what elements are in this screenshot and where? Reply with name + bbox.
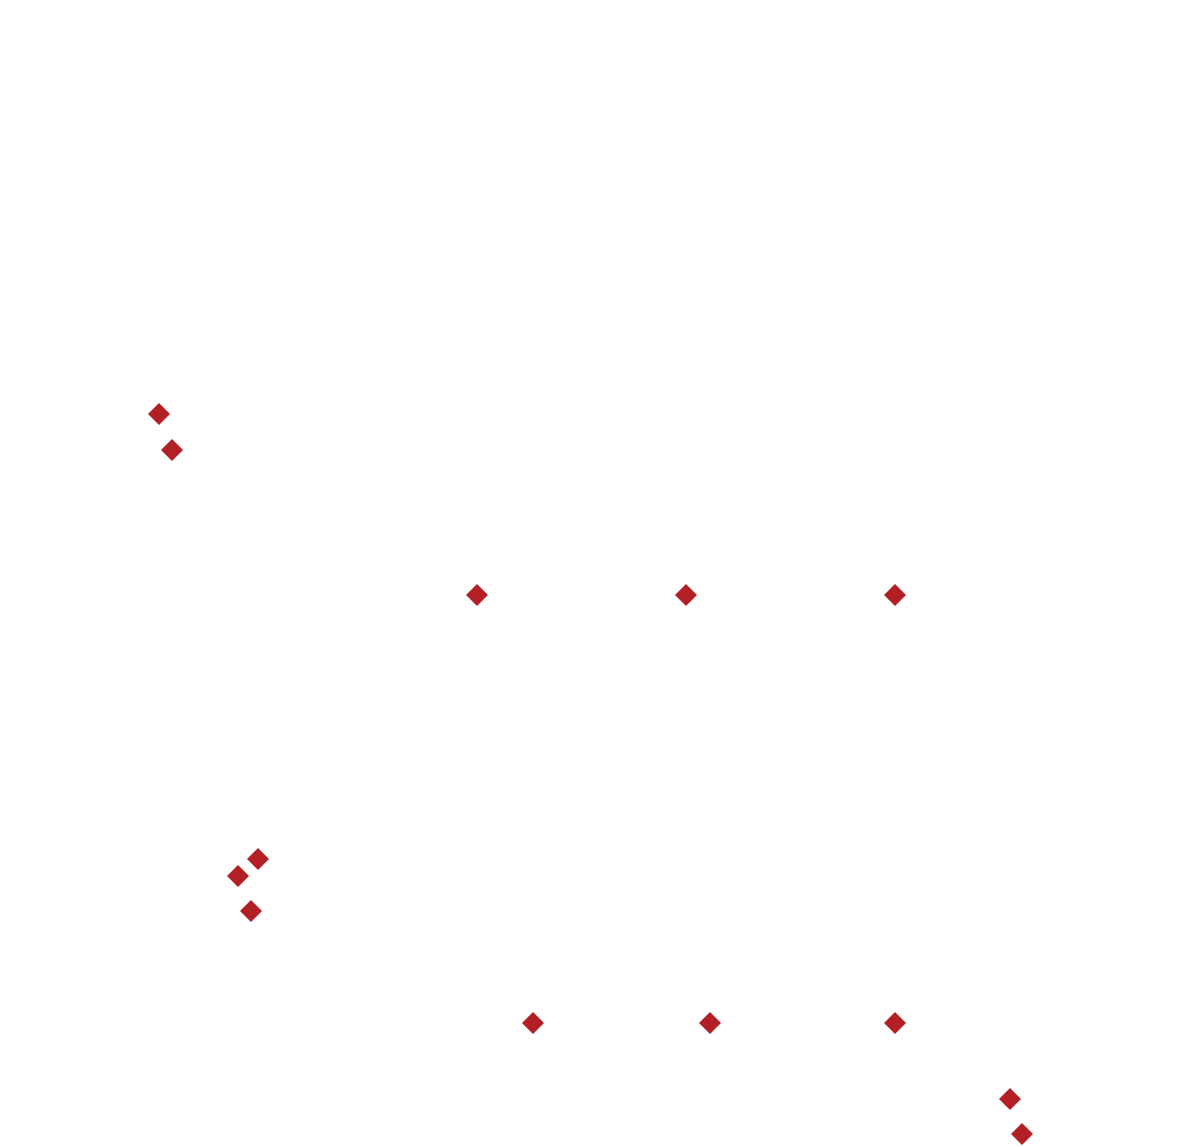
diamond-marker bbox=[522, 1012, 544, 1034]
diamond-marker bbox=[1011, 1123, 1033, 1145]
diamond-marker bbox=[884, 1012, 906, 1034]
diamond-marker bbox=[247, 848, 269, 870]
diamond-marker bbox=[675, 584, 697, 606]
diamond-marker bbox=[999, 1088, 1021, 1110]
diamond-marker bbox=[466, 584, 488, 606]
diamond-marker bbox=[240, 900, 262, 922]
diamond-marker bbox=[148, 403, 170, 425]
diamond-marker bbox=[227, 865, 249, 887]
diamond-marker bbox=[699, 1012, 721, 1034]
diamond-marker bbox=[161, 439, 183, 461]
diamond-markers bbox=[148, 403, 1033, 1145]
diamond-marker bbox=[884, 584, 906, 606]
